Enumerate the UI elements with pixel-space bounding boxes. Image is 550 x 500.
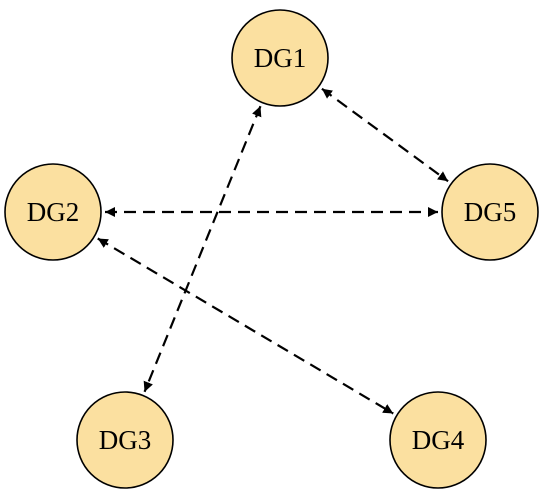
node-dg3-circle (76, 391, 174, 489)
edges-layer (97, 87, 449, 415)
edge-dg1-dg5 (321, 87, 449, 183)
node-dg3-label: DG3 (99, 425, 152, 455)
node-dg4-circle (389, 391, 487, 489)
node-dg2-circle (4, 163, 102, 261)
node-dg1-label: DG1 (254, 43, 307, 73)
node-dg1-circle (231, 9, 329, 107)
node-dg1: DG1 (231, 9, 329, 107)
edge-dg2-dg4 (97, 237, 394, 415)
node-dg5-circle (441, 163, 539, 261)
edge-dg1-dg3 (143, 105, 262, 393)
node-dg2: DG2 (4, 163, 102, 261)
node-dg5-label: DG5 (464, 197, 517, 227)
node-dg5: DG5 (441, 163, 539, 261)
nodes-layer: DG1 DG2 DG3 DG4 DG5 (4, 9, 539, 489)
node-dg4-label: DG4 (412, 425, 465, 455)
node-dg2-label: DG2 (27, 197, 80, 227)
node-dg3: DG3 (76, 391, 174, 489)
node-dg4: DG4 (389, 391, 487, 489)
